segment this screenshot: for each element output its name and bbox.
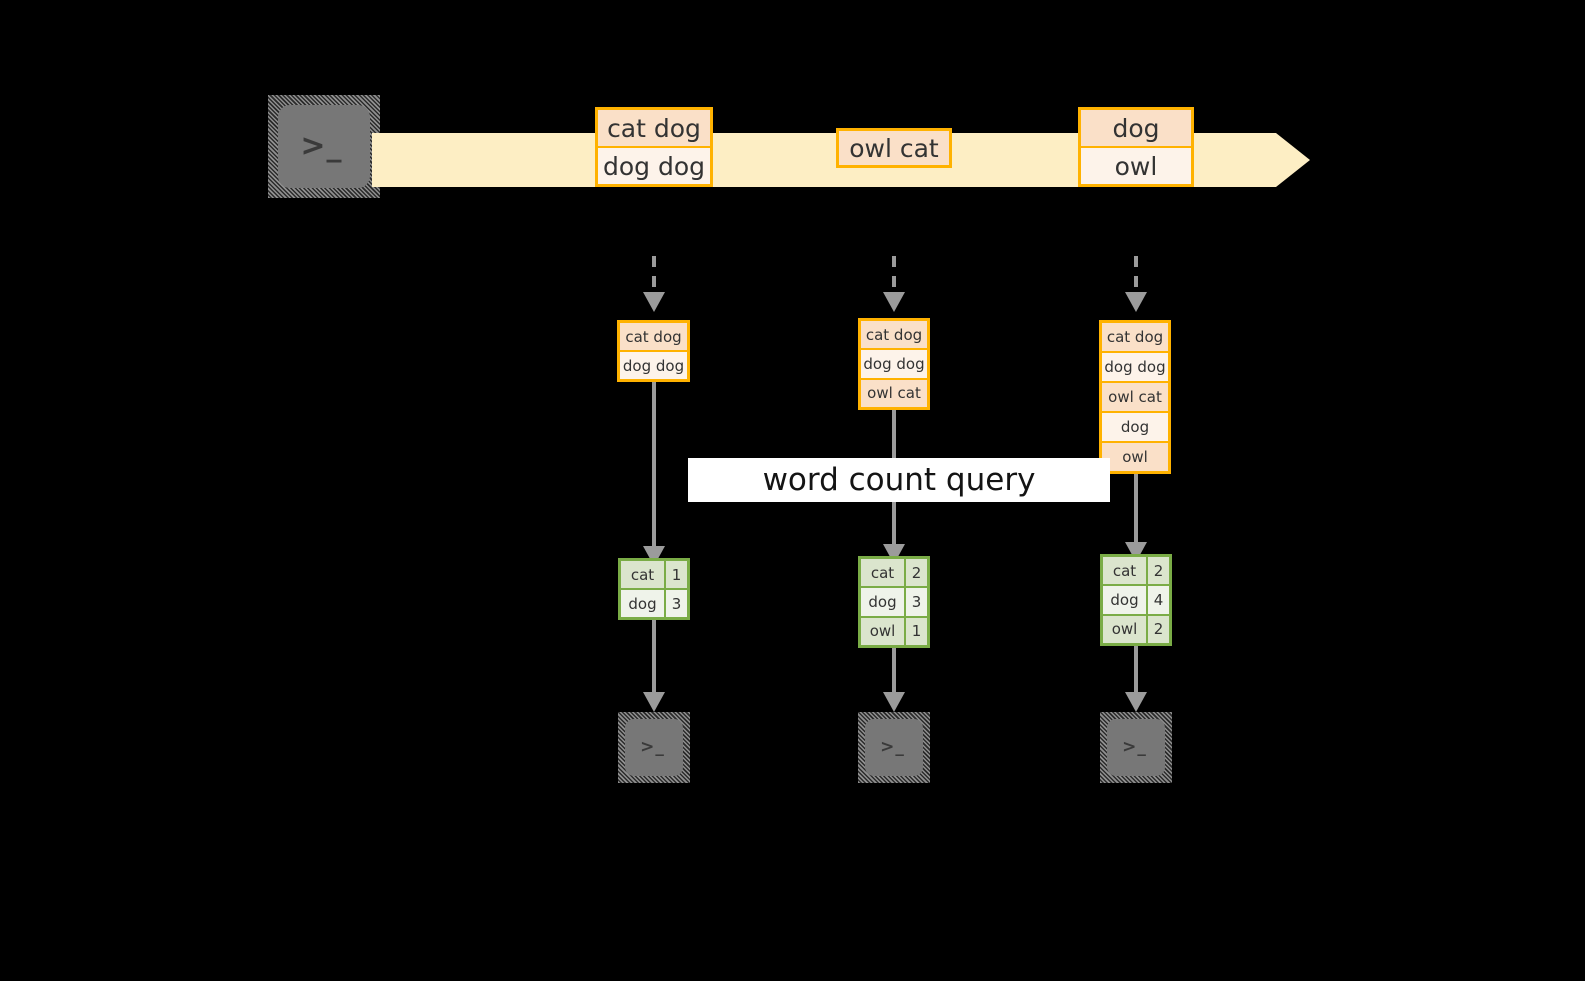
result-row: owl 1	[861, 617, 927, 645]
snapshot-input-row: dog dog	[1102, 353, 1168, 383]
snapshot-2-tap-arrowhead	[883, 292, 905, 312]
snapshot-1-sink-arrowhead	[643, 692, 665, 712]
snapshot-input-row: dog	[1102, 413, 1168, 443]
snapshot-input-row: cat dog	[861, 321, 927, 351]
snapshot-3-input-table: cat dog dog dog owl cat dog owl	[1099, 320, 1171, 474]
result-row: owl 2	[1103, 615, 1169, 643]
snapshot-1-result-table: cat 1 dog 3	[618, 558, 690, 620]
stream-event-line: owl cat	[839, 131, 949, 165]
event-stream-arrowhead	[1276, 133, 1310, 187]
snapshot-2-input-table: cat dog dog dog owl cat	[858, 318, 930, 410]
snapshot-input-row: owl cat	[1102, 383, 1168, 413]
snapshot-input-row: owl cat	[861, 379, 927, 407]
snapshot-3-sink-arrowhead	[1125, 692, 1147, 712]
result-row: cat 2	[1103, 557, 1169, 587]
snapshot-3-tap-line	[1134, 256, 1138, 296]
snapshot-input-row: cat dog	[1102, 323, 1168, 353]
terminal-screen	[625, 719, 683, 776]
snapshot-2-sink-arrowhead	[883, 692, 905, 712]
result-word: dog	[621, 590, 666, 617]
snapshot-1-tap-line	[652, 256, 656, 296]
result-row: dog 3	[621, 590, 687, 617]
stream-event-line: dog	[1081, 110, 1191, 148]
terminal-screen	[278, 105, 370, 188]
snapshot-1-query-line	[652, 382, 656, 554]
result-word: dog	[861, 588, 906, 616]
stream-event-line: cat dog	[598, 110, 710, 148]
stream-event-group-3: dog owl	[1078, 107, 1194, 187]
snapshot-2-result-table: cat 2 dog 3 owl 1	[858, 556, 930, 648]
terminal-prompt-glyph: >_	[640, 736, 665, 757]
result-row: cat 2	[861, 559, 927, 589]
result-word: owl	[1103, 615, 1148, 643]
result-count: 2	[906, 559, 927, 587]
query-label: word count query	[762, 462, 1036, 498]
terminal-screen	[865, 719, 923, 776]
snapshot-input-row: cat dog	[620, 323, 687, 352]
stream-event-line: dog dog	[598, 148, 710, 184]
result-count: 2	[1148, 615, 1169, 643]
result-count: 2	[1148, 557, 1169, 585]
result-count: 3	[906, 588, 927, 616]
snapshot-3-sink-line	[1134, 646, 1138, 698]
snapshot-3-result-table: cat 2 dog 4 owl 2	[1100, 554, 1172, 646]
snapshot-2-tap-line	[892, 256, 896, 296]
result-count: 4	[1148, 586, 1169, 614]
word-count-query-band: word count query	[688, 458, 1110, 502]
snapshot-input-row: owl	[1102, 443, 1168, 471]
snapshot-1-tap-arrowhead	[643, 292, 665, 312]
terminal-prompt-glyph: >_	[1122, 736, 1147, 757]
source-terminal-icon: >_	[268, 95, 380, 198]
stream-event-group-2: owl cat	[836, 128, 952, 168]
result-count: 1	[906, 617, 927, 645]
snapshot-3-query-line	[1134, 474, 1138, 552]
snapshot-3-sink-terminal-icon: >_	[1100, 712, 1172, 783]
snapshot-2-sink-terminal-icon: >_	[858, 712, 930, 783]
stream-event-line: owl	[1081, 148, 1191, 184]
result-word: dog	[1103, 586, 1148, 614]
snapshot-input-row: dog dog	[620, 352, 687, 379]
result-word: cat	[621, 561, 666, 588]
snapshot-1-sink-terminal-icon: >_	[618, 712, 690, 783]
terminal-prompt-glyph: >_	[880, 736, 905, 757]
terminal-prompt-glyph: >_	[300, 127, 343, 163]
snapshot-1-input-table: cat dog dog dog	[617, 320, 690, 382]
result-count: 3	[666, 590, 687, 617]
result-word: owl	[861, 617, 906, 645]
result-word: cat	[861, 559, 906, 587]
terminal-screen	[1107, 719, 1165, 776]
result-count: 1	[666, 561, 687, 588]
snapshot-3-tap-arrowhead	[1125, 292, 1147, 312]
snapshot-input-row: dog dog	[861, 350, 927, 380]
result-row: dog 4	[1103, 586, 1169, 616]
result-row: cat 1	[621, 561, 687, 590]
stream-event-group-1: cat dog dog dog	[595, 107, 713, 187]
snapshot-1-sink-line	[652, 620, 656, 698]
result-row: dog 3	[861, 588, 927, 618]
result-word: cat	[1103, 557, 1148, 585]
snapshot-2-sink-line	[892, 648, 896, 698]
